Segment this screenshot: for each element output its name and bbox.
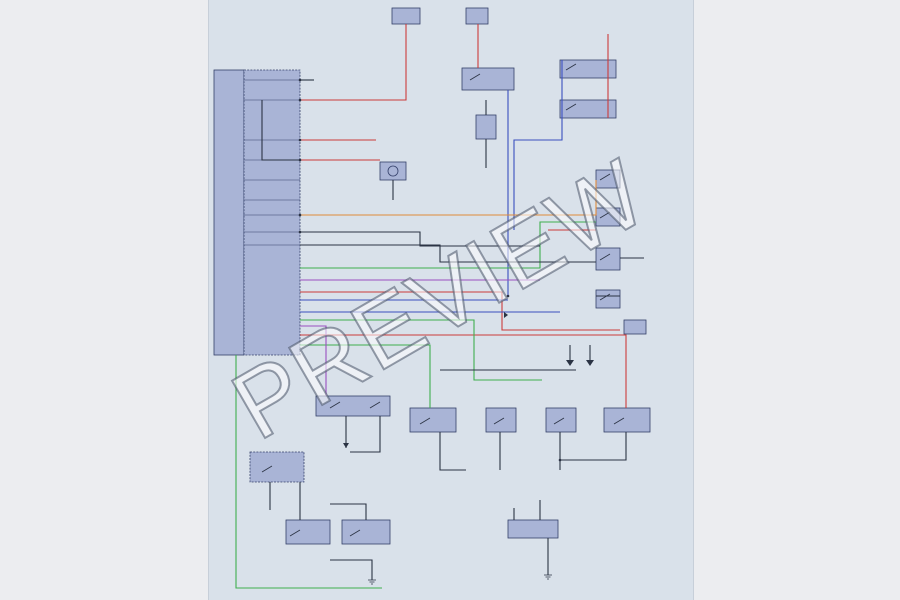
wires-violet — [300, 279, 540, 396]
connector-pin-stubs — [244, 79, 300, 246]
top-relay-box-left — [391, 7, 421, 25]
ground-connector-box — [507, 519, 559, 539]
wires-red — [300, 24, 627, 408]
lock-switch-box-4 — [603, 407, 651, 433]
alarm-module-box — [623, 319, 647, 335]
courtesy-switch-box — [595, 169, 621, 189]
wires-green — [235, 221, 596, 589]
door-lock-actuator-left — [315, 395, 391, 417]
junction-block-outline — [243, 69, 301, 356]
door-switch-box-upper — [559, 59, 617, 79]
lock-motor-box-right — [341, 519, 391, 545]
relay-switch-box — [461, 67, 515, 91]
lock-switch-box-1 — [409, 407, 457, 433]
ground-icon — [368, 574, 552, 585]
wires-blue — [300, 60, 563, 313]
top-relay-box-center — [465, 7, 489, 25]
key-switch-box — [595, 247, 621, 271]
door-ajar-switch-box — [595, 207, 621, 227]
splice-nodes — [298, 78, 562, 462]
connector-arrow-icon — [343, 312, 594, 448]
door-switch-box-lower — [559, 99, 617, 119]
trunk-switch-box — [595, 289, 621, 309]
lamp-icon — [387, 165, 399, 177]
master-switch-box — [249, 451, 305, 483]
wires-black — [261, 79, 644, 580]
switch-contact-icon — [261, 63, 625, 537]
lock-motor-box-left — [285, 519, 331, 545]
indicator-lamp-box — [379, 161, 407, 181]
fuse-box — [475, 114, 497, 140]
wires-orange — [300, 180, 597, 216]
junction-block-connector — [213, 69, 245, 356]
